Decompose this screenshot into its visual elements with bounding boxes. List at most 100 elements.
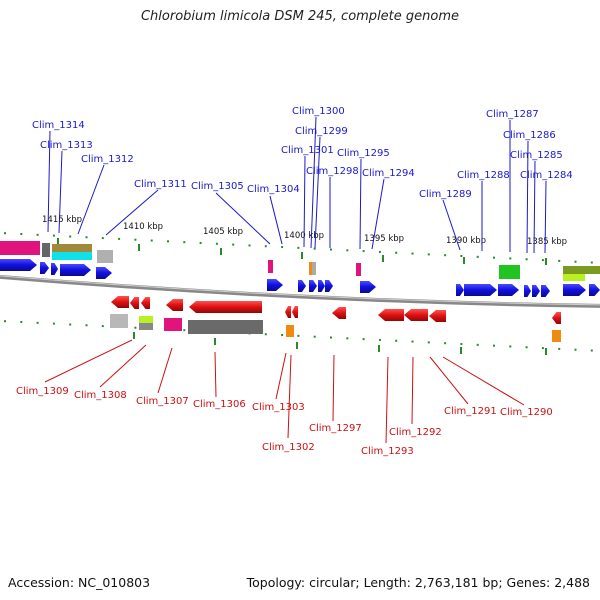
- ruler-dot-top: [427, 253, 430, 256]
- reverse-gene-arrow: [166, 299, 183, 311]
- feature-orange-bottom-1: [286, 325, 294, 337]
- gene-leader-line: [332, 354, 335, 422]
- ruler-dot-top: [313, 247, 316, 250]
- gene-leader-line: [359, 158, 362, 250]
- ruler-dot-bottom: [460, 343, 463, 346]
- feature-cyan-block: [52, 252, 92, 260]
- ruler-dot-bottom: [558, 347, 561, 350]
- reverse-gene-arrow: [189, 301, 262, 313]
- feature-pink-small-1: [268, 260, 273, 273]
- feature-orange-bottom-2: [552, 330, 561, 342]
- forward-gene-arrow: [309, 280, 317, 292]
- ruler-dot-top: [264, 245, 267, 248]
- ruler-dot-bottom: [411, 340, 414, 343]
- ruler-dot-bottom: [313, 335, 316, 338]
- ruler-major-tick-bottom: [296, 342, 298, 349]
- gene-label-clim-1285: Clim_1285: [510, 150, 563, 161]
- gene-label-clim-1302: Clim_1302: [262, 442, 315, 453]
- gene-leader-line: [385, 356, 389, 444]
- scale-label-1410: 1410 kbp: [123, 222, 163, 232]
- top-scale-ruler: [4, 232, 593, 265]
- gene-leader-line: [429, 356, 469, 405]
- forward-gene-arrow: [0, 259, 37, 271]
- forward-strand-genes: [0, 259, 600, 297]
- forward-gene-arrow: [532, 285, 540, 297]
- feature-pink-block: [0, 241, 40, 255]
- ruler-dot-bottom: [378, 338, 381, 341]
- feature-gray-block: [42, 243, 50, 257]
- gene-leader-line: [157, 347, 173, 394]
- ruler-dot-bottom: [134, 326, 137, 329]
- ruler-dot-bottom: [525, 346, 528, 349]
- reverse-strand-genes: [111, 296, 561, 324]
- reverse-gene-arrow: [429, 310, 446, 322]
- ruler-dot-top: [541, 259, 544, 262]
- feature-gray-bottom-small: [139, 323, 153, 330]
- ruler-dot-bottom: [69, 323, 72, 326]
- ruler-dot-top: [395, 251, 398, 254]
- forward-gene-arrow: [318, 280, 325, 292]
- forward-gene-arrow: [51, 263, 58, 275]
- gene-leader-line: [287, 354, 292, 439]
- gene-label-clim-1286: Clim_1286: [503, 130, 556, 141]
- genome-backbone-highlight: [0, 275, 600, 306]
- gene-leader-line: [526, 140, 529, 254]
- gene-label-clim-1303: Clim_1303: [252, 402, 305, 413]
- ruler-dot-top: [85, 236, 88, 239]
- ruler-major-tick-top: [545, 258, 547, 265]
- feature-lime-bottom: [139, 316, 153, 323]
- gene-leader-line: [269, 195, 283, 245]
- forward-gene-arrow: [267, 279, 283, 291]
- ruler-dot-top: [476, 255, 479, 258]
- gene-label-clim-1309: Clim_1309: [16, 386, 69, 397]
- ruler-dot-top: [69, 235, 72, 238]
- forward-gene-arrow: [60, 264, 91, 276]
- ruler-dot-top: [590, 261, 593, 264]
- ruler-dot-top: [20, 233, 23, 236]
- ruler-dot-bottom: [346, 337, 349, 340]
- ruler-major-tick-top: [301, 252, 303, 259]
- forward-gene-arrow: [524, 285, 531, 297]
- ruler-major-tick-top: [382, 255, 384, 262]
- ruler-dot-bottom: [476, 343, 479, 346]
- ruler-dot-bottom: [4, 320, 6, 323]
- gene-label-clim-1291: Clim_1291: [444, 406, 497, 417]
- ruler-major-tick-bottom: [460, 347, 462, 354]
- gene-label-clim-1305: Clim_1305: [191, 181, 244, 192]
- ruler-dot-top: [36, 233, 39, 236]
- gene-leader-line: [99, 344, 147, 388]
- ruler-dot-bottom: [427, 341, 430, 344]
- reverse-gene-arrow: [141, 297, 150, 309]
- ruler-dot-top: [215, 242, 218, 245]
- accession-text: Accession: NC_010803: [8, 575, 151, 590]
- reverse-gene-arrow: [292, 306, 298, 318]
- forward-gene-arrow: [298, 280, 306, 292]
- gene-label-clim-1292: Clim_1292: [389, 427, 442, 438]
- ruler-dot-top: [150, 239, 153, 242]
- ruler-dot-bottom: [297, 334, 300, 337]
- ruler-dot-top: [525, 258, 528, 261]
- ruler-dot-top: [509, 257, 512, 260]
- ruler-dot-bottom: [509, 345, 512, 348]
- gene-leader-line: [105, 189, 159, 236]
- ruler-dot-top: [346, 249, 349, 252]
- gene-leader-line: [77, 164, 105, 235]
- reverse-gene-arrow: [130, 297, 139, 309]
- ruler-dot-top: [281, 246, 284, 249]
- feature-pink-bottom: [164, 318, 182, 331]
- gene-leader-line: [314, 136, 321, 249]
- ruler-dot-bottom: [590, 349, 593, 352]
- ruler-dot-bottom: [264, 333, 267, 336]
- ruler-major-tick-bottom: [545, 348, 547, 355]
- ruler-dot-top: [248, 244, 251, 247]
- gene-label-clim-1306: Clim_1306: [193, 399, 246, 410]
- ruler-major-tick-top: [220, 248, 222, 255]
- map-title: Chlorobium limicola DSM 245, complete ge…: [140, 9, 460, 24]
- reverse-gene-arrow: [332, 307, 346, 319]
- ruler-dot-top: [183, 241, 186, 244]
- ruler-major-tick-bottom: [214, 338, 216, 345]
- gene-leader-line: [215, 192, 271, 245]
- ruler-dot-top: [52, 234, 55, 237]
